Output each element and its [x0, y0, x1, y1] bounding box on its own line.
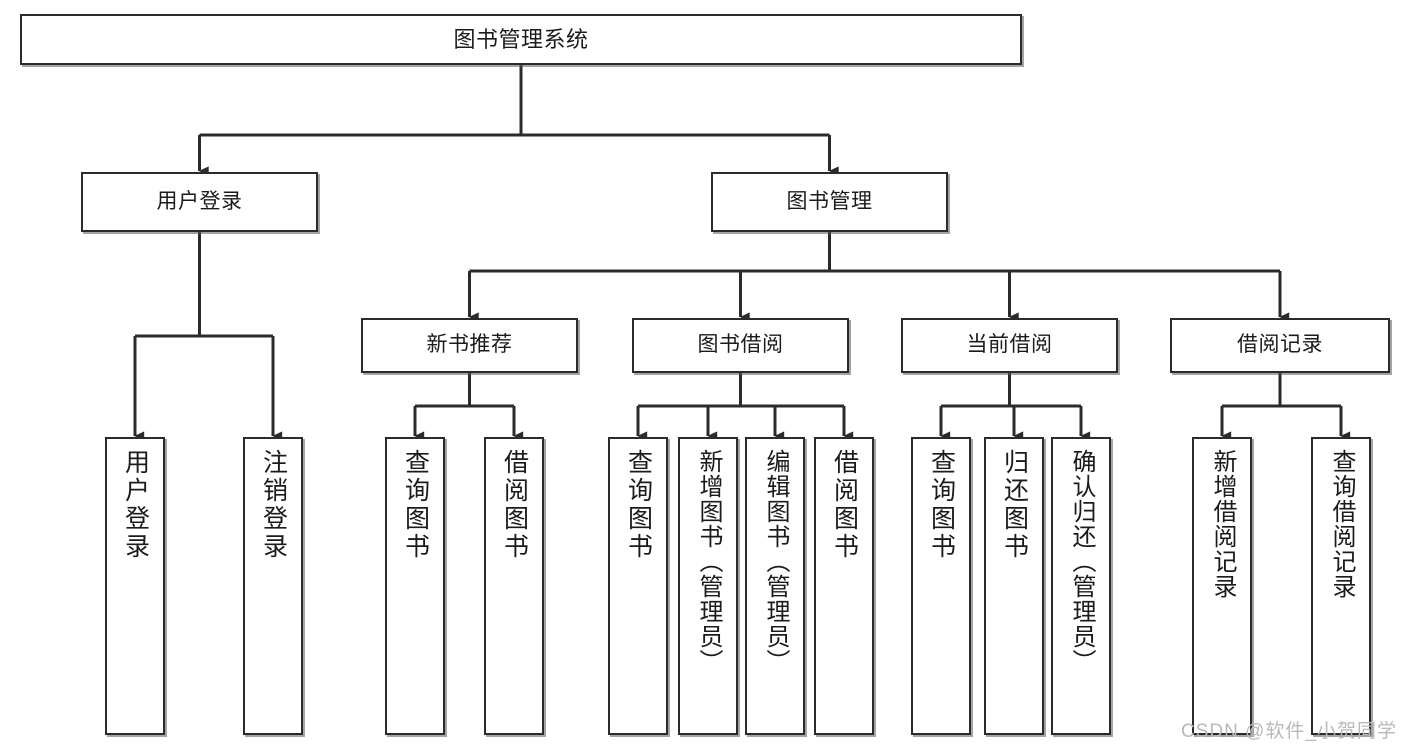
node-label: 查询图书 [401, 449, 430, 561]
node-l_q2[interactable]: 查询图书 [608, 437, 668, 735]
node-label: 查询图书 [927, 449, 956, 561]
node-label: 借阅图书 [830, 449, 859, 561]
node-login[interactable]: 用户登录 [81, 172, 318, 232]
node-label: 用户登录 [156, 189, 243, 213]
node-label: 查询借阅记录 [1327, 449, 1355, 599]
node-label: 查询图书 [624, 449, 653, 561]
node-label: 借阅记录 [1237, 333, 1323, 357]
node-l_addrec[interactable]: 新增借阅记录 [1192, 437, 1252, 735]
node-l_login[interactable]: 用户登录 [105, 437, 165, 735]
node-label: 归还图书 [1000, 449, 1029, 561]
node-l_confirm[interactable]: 确认归还（管理员） [1051, 437, 1111, 735]
node-l_qrec[interactable]: 查询借阅记录 [1311, 437, 1371, 735]
node-l_b2[interactable]: 借阅图书 [814, 437, 874, 735]
node-l_edit[interactable]: 编辑图书（管理员） [745, 437, 805, 735]
node-label: 图书管理系统 [453, 26, 589, 52]
node-label: 注销登录 [259, 449, 288, 561]
node-label: 新增借阅记录 [1208, 449, 1236, 599]
node-root[interactable]: 图书管理系统 [20, 14, 1022, 65]
node-label: 新书推荐 [426, 333, 513, 357]
node-l_add[interactable]: 新增图书（管理员） [678, 437, 738, 735]
node-newrec[interactable]: 新书推荐 [361, 318, 578, 373]
node-borrow[interactable]: 图书借阅 [632, 318, 849, 373]
node-label: 图书借阅 [697, 333, 784, 357]
node-l_q3[interactable]: 查询图书 [911, 437, 971, 735]
node-label: 用户登录 [121, 449, 150, 561]
node-l_return[interactable]: 归还图书 [984, 437, 1044, 735]
node-l_q1[interactable]: 查询图书 [385, 437, 445, 735]
node-current[interactable]: 当前借阅 [901, 318, 1118, 373]
node-label: 确认归还（管理员） [1067, 449, 1095, 674]
node-label: 编辑图书（管理员） [761, 449, 789, 674]
node-records[interactable]: 借阅记录 [1170, 318, 1390, 373]
edge-group [133, 65, 1351, 441]
node-label: 当前借阅 [966, 333, 1053, 357]
node-l_logout[interactable]: 注销登录 [243, 437, 303, 735]
node-label: 借阅图书 [500, 449, 529, 561]
node-l_b1[interactable]: 借阅图书 [484, 437, 544, 735]
node-bookmgmt[interactable]: 图书管理 [711, 172, 948, 232]
node-label: 图书管理 [786, 189, 873, 213]
node-label: 新增图书（管理员） [694, 449, 722, 674]
